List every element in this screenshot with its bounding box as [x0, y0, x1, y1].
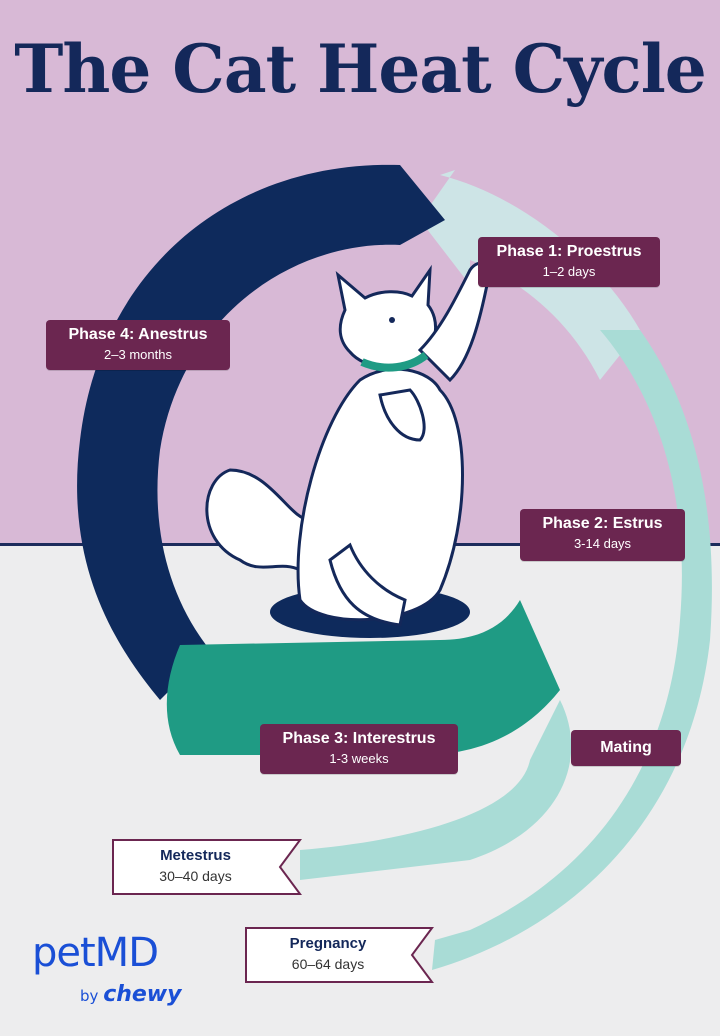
metestrus-name: Metestrus: [160, 847, 231, 864]
anestrus-arrow: [77, 164, 445, 701]
phase-2-name: Phase 2: Estrus: [542, 515, 663, 532]
phase-4-name: Phase 4: Anestrus: [68, 326, 208, 343]
pregnancy-name: Pregnancy: [289, 935, 367, 952]
cat-eye: [389, 317, 395, 323]
metestrus-label: Metestrus 30–40 days: [113, 840, 278, 894]
chewy-logo: by chewy: [80, 982, 181, 1007]
petmd-logo: petMD: [32, 930, 159, 976]
phase-1-duration: 1–2 days: [542, 264, 596, 279]
pregnancy-duration: 60–64 days: [291, 956, 365, 972]
by-text: by: [80, 987, 99, 1005]
phase-3-name: Phase 3: Interestrus: [282, 730, 436, 747]
metestrus-duration: 30–40 days: [159, 868, 232, 884]
mating-arrow: [300, 700, 572, 880]
interestrus-arrow: [166, 600, 560, 755]
chewy-text: chewy: [103, 982, 182, 1007]
cat-collar: [360, 351, 429, 372]
phase-2-duration: 3-14 days: [573, 536, 632, 551]
phase-1-label: Phase 1: Proestrus 1–2 days: [478, 237, 660, 287]
cat-illustration: [205, 261, 491, 627]
phase-3-label: Phase 3: Interestrus 1-3 weeks: [260, 724, 458, 774]
pregnancy-label: Pregnancy 60–64 days: [246, 928, 410, 982]
phase-3-duration: 1-3 weeks: [329, 751, 389, 766]
phase-1-name: Phase 1: Proestrus: [496, 243, 642, 260]
phase-4-duration: 2–3 months: [104, 347, 172, 362]
mating-label: Mating: [571, 730, 681, 766]
mating-name: Mating: [600, 739, 652, 756]
phase-4-label: Phase 4: Anestrus 2–3 months: [46, 320, 230, 370]
page-title: The Cat Heat Cycle: [14, 30, 707, 108]
phase-2-label: Phase 2: Estrus 3-14 days: [520, 509, 685, 561]
estrus-arrow: [432, 330, 712, 970]
